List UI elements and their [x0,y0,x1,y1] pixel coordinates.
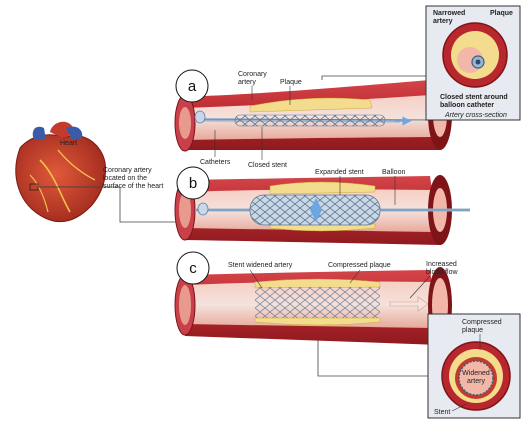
inset-bottom-compressed-2: plaque [462,327,483,334]
inset-top-narrowed-1: Narrowed [433,10,465,17]
panel-a-closed-stent [235,115,385,126]
panel-c-flow-label-1: Increased [426,261,457,268]
panel-c-compressed-plaque-label: Compressed plaque [328,262,391,269]
inset-top-narrowed-2: artery [433,18,453,25]
panel-a-coronary-label-2: artery [238,79,256,86]
panel-c-letter: c [189,260,197,277]
heart-caption-line1: Coronary artery [103,167,152,174]
inset-top-closed-stent-2: balloon catheter [440,102,494,109]
panel-b-balloon-label: Balloon [382,169,405,176]
panel-a-closed-stent-label: Closed stent [248,162,287,169]
inset-bottom-widened-2: artery [467,378,485,385]
heart-illustration [16,122,106,222]
panel-c-stent-widened-label: Stent widened artery [228,262,293,269]
heart-title: Heart [60,140,77,147]
heart-caption-line3: surface of the heart [103,183,163,190]
panel-b-expanded-stent-label: Expanded stent [315,169,364,176]
panel-a-coronary-label-1: Coronary [238,71,267,78]
panel-a-letter: a [188,78,197,95]
inset-top-cross-section: Artery cross-section [444,112,507,119]
panel-a-artery [175,80,452,151]
inset-bottom-compressed-1: Compressed [462,319,502,326]
panel-c-flow-label-2: blood flow [426,269,458,276]
inset-bottom-stent: Stent [434,409,450,416]
inset-top-closed-stent-1: Closed stent around [440,94,508,101]
panel-b-letter: b [189,175,197,192]
heart-caption-line2: located on the [103,175,147,182]
panel-c-artery [175,267,452,345]
panel-b-artery [175,175,470,245]
panel-a-plaque-label: Plaque [280,79,302,86]
panel-c-compressed-plaque [255,279,380,288]
panel-a-catheters-label: Catheters [200,159,231,166]
inset-bottom-widened-1: Widened [462,370,490,377]
panel-c-stent [255,287,380,318]
inset-top-plaque: Plaque [490,10,513,17]
